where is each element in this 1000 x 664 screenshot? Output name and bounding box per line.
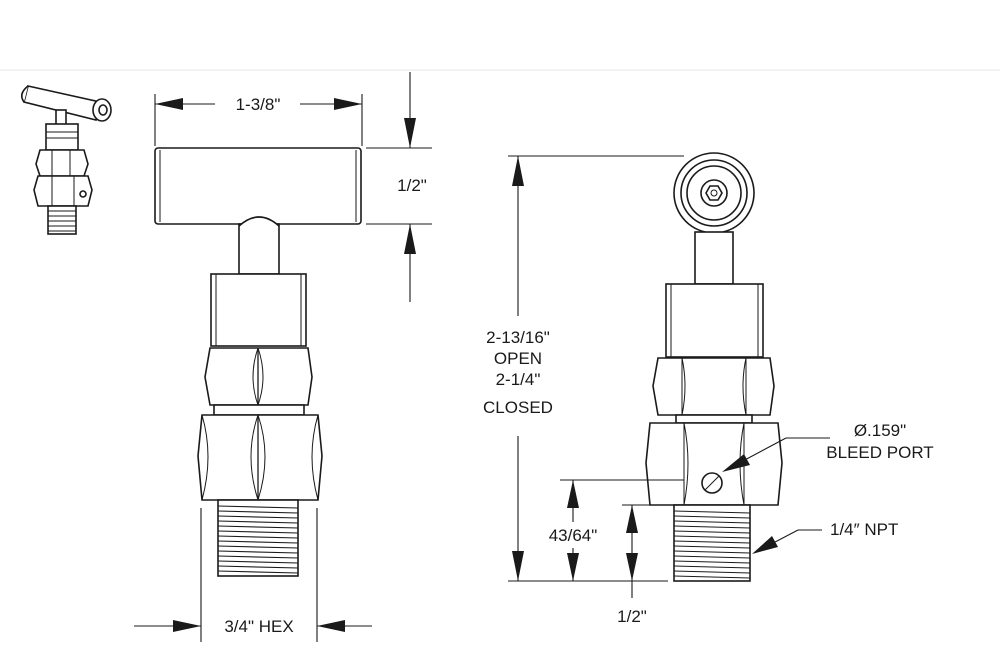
- valve-front-view: [154, 147, 362, 577]
- thread-line: [673, 575, 751, 579]
- dim-port-height: 43/64": [549, 479, 684, 581]
- side-thread-lines: [673, 510, 751, 579]
- side-bonnet: [665, 283, 764, 358]
- thread-line: [673, 540, 751, 544]
- thread-line: [673, 520, 751, 524]
- leader-bleed-port: Ø.159" BLEED PORT: [722, 421, 934, 472]
- dim-handle-height: 1/2": [366, 72, 432, 302]
- thread-line: [217, 550, 299, 554]
- dim-hex-size: 3/4" HEX: [134, 508, 372, 642]
- body-hex: [197, 414, 323, 501]
- hex-size-label: 3/4" HEX: [224, 617, 293, 636]
- thread-line: [673, 545, 751, 549]
- height-open-label: OPEN: [494, 349, 542, 368]
- height-open-value: 2-13/16": [486, 328, 550, 347]
- bonnet: [210, 273, 307, 347]
- thread-line: [217, 525, 299, 529]
- bleed-diameter-label: Ø.159": [854, 421, 906, 440]
- thread-line: [217, 520, 299, 524]
- leader-npt: 1/4″ NPT: [752, 520, 898, 554]
- dim-thread-length: 1/2": [617, 504, 672, 626]
- dim-handle-width: 1-3/8": [154, 94, 363, 146]
- handle-width-label: 1-3/8": [236, 95, 281, 114]
- height-closed-value: 2-1/4": [496, 370, 541, 389]
- thread-line: [673, 525, 751, 529]
- thread-line: [673, 560, 751, 564]
- thread-line: [217, 515, 299, 519]
- thread-line: [217, 505, 299, 509]
- thread-line: [217, 510, 299, 514]
- thread-line: [217, 570, 299, 574]
- thread-line: [217, 535, 299, 539]
- valve-side-view: [645, 152, 783, 582]
- thread-line: [673, 555, 751, 559]
- thread-line: [673, 565, 751, 569]
- npt-size-label: 1/4″ NPT: [830, 520, 898, 539]
- height-closed-label: CLOSED: [483, 398, 553, 417]
- t-handle: [154, 147, 362, 225]
- side-upper-hex: [652, 357, 775, 416]
- thread-line: [673, 530, 751, 534]
- dim-overall-height: 2-13/16" OPEN 2-1/4" CLOSED: [483, 155, 684, 582]
- thread-line: [673, 570, 751, 574]
- thread-line: [217, 560, 299, 564]
- thread-line: [217, 530, 299, 534]
- thread-lines: [217, 505, 299, 574]
- thread-line: [673, 515, 751, 519]
- side-body-hex: [645, 422, 783, 506]
- bleed-port-label: BLEED PORT: [826, 443, 933, 462]
- valve-thumbnail-illustration: [20, 85, 112, 235]
- thread-line: [217, 540, 299, 544]
- thread-line: [217, 555, 299, 559]
- side-stem: [694, 231, 734, 285]
- thread-length-label: 1/2": [617, 607, 647, 626]
- port-height-label: 43/64": [549, 526, 598, 545]
- handle-height-label: 1/2": [397, 176, 427, 195]
- thread-line: [673, 510, 751, 514]
- thread-line: [217, 565, 299, 569]
- stem: [238, 223, 280, 275]
- thread-line: [217, 545, 299, 549]
- thread-line: [673, 535, 751, 539]
- thread-line: [673, 550, 751, 554]
